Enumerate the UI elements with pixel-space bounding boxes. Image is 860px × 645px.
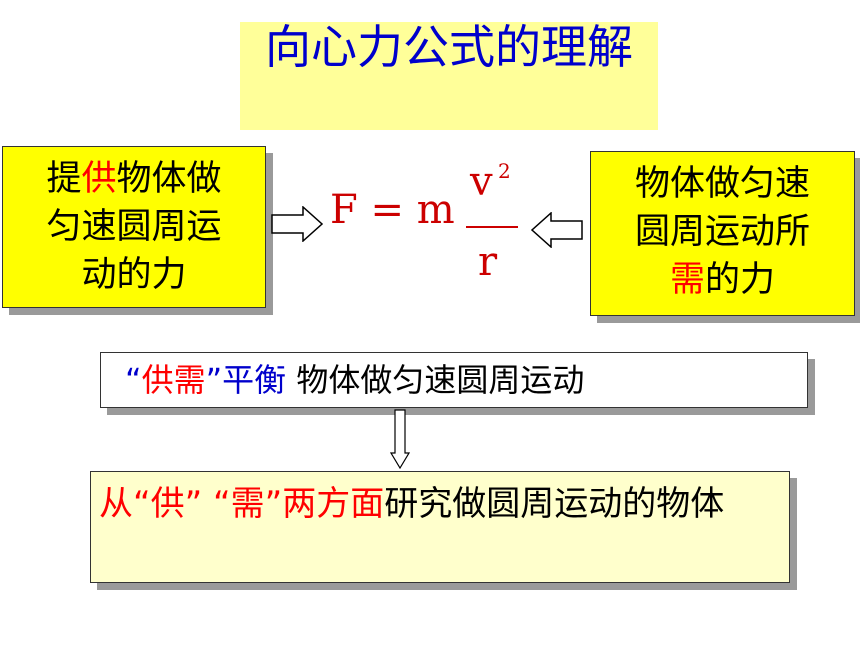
balance-box: “供需”平衡 物体做匀速圆周运动 — [100, 352, 808, 408]
left-arrow-icon — [531, 212, 583, 248]
conclusion-text: 研究做圆周运动的物体 — [384, 484, 725, 524]
formula-exponent: 2 — [498, 159, 511, 183]
page-title: 向心力公式的理解 — [240, 22, 658, 130]
balance-label: 平衡 — [222, 361, 287, 399]
demand-line-1: 物体做匀速 — [634, 164, 810, 204]
supply-line-1-post: 物体做 — [116, 159, 222, 199]
demand-highlight: 需 — [669, 260, 705, 300]
supply-line-2: 匀速圆周运 — [46, 207, 222, 247]
demand-box: 物体做匀速 圆周运动所 需的力 — [590, 151, 855, 316]
quote-open: “ — [125, 361, 142, 399]
supply-line-3: 动的力 — [81, 255, 187, 295]
supply-box: 提供物体做 匀速圆周运 动的力 — [2, 146, 266, 308]
quote-close: ” — [205, 361, 223, 399]
supply-line-1-pre: 提 — [46, 159, 82, 199]
conclusion-highlight: 从“供” “需”两方面 — [99, 484, 385, 524]
right-arrow-icon — [271, 206, 323, 242]
title-text: 向心力公式的理解 — [265, 20, 633, 74]
supply-highlight: 供 — [81, 159, 117, 199]
conclusion-box: 从“供” “需”两方面研究做圆周运动的物体 — [90, 471, 790, 583]
demand-line-3-post: 的力 — [705, 260, 776, 300]
formula-numerator: v — [470, 159, 493, 205]
fraction-bar — [466, 226, 518, 228]
formula-denominator: r — [478, 239, 498, 285]
balance-description: 物体做匀速圆周运动 — [286, 361, 585, 399]
demand-line-2: 圆周运动所 — [634, 212, 810, 252]
balance-highlight: 供需 — [141, 361, 206, 399]
down-arrow-icon — [390, 409, 410, 469]
demand-line-3: 需的力 — [591, 256, 854, 304]
formula-lhs: F = m — [330, 187, 455, 233]
supply-line-1: 提供物体做 — [3, 155, 265, 203]
